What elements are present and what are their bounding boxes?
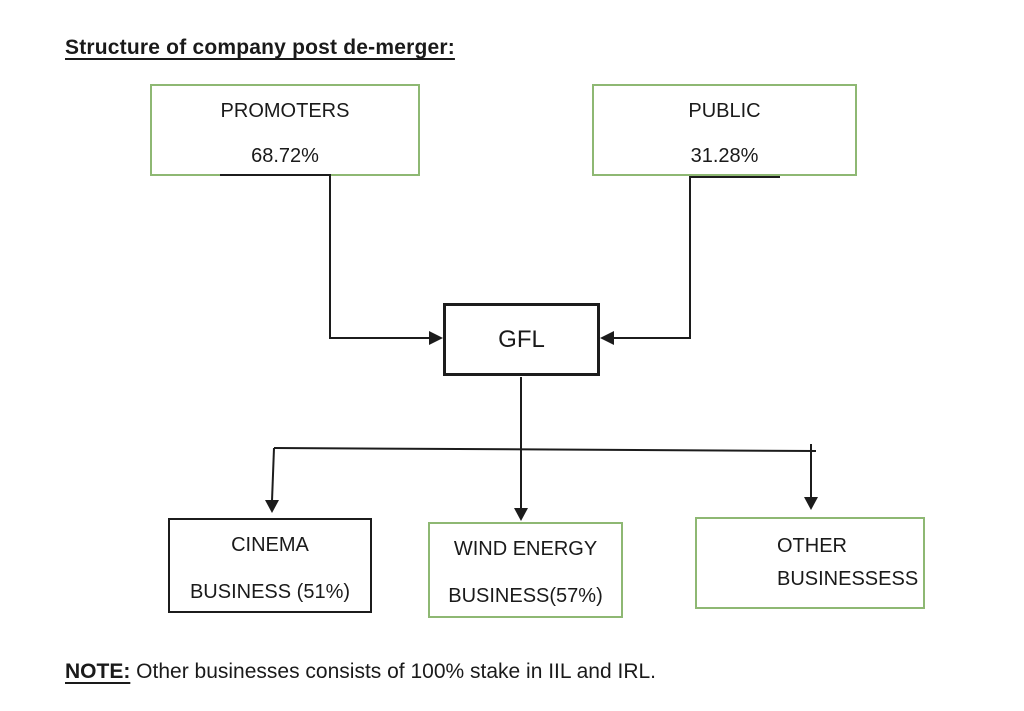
note-line: NOTE: Other businesses consists of 100% … xyxy=(65,660,656,684)
other-label-line2: BUSINESSESS xyxy=(777,568,919,590)
page-title: Structure of company post de-merger: xyxy=(65,36,455,59)
connector-promoters-to-gfl xyxy=(220,174,443,345)
cinema-label-line1: CINEMA xyxy=(231,534,309,556)
gfl-label: GFL xyxy=(498,325,545,353)
wind-label-line1: WIND ENERGY xyxy=(453,538,598,560)
wind-label-line2: BUSINESS(57%) xyxy=(448,585,603,607)
connector-gfl-to-cinema xyxy=(265,447,279,513)
other-label-line1: OTHER xyxy=(777,535,847,557)
note-label: NOTE: xyxy=(65,660,131,683)
node-public: PUBLIC 31.28% xyxy=(592,84,857,176)
connector-gfl-to-wind xyxy=(514,377,528,521)
cinema-label-line2: BUSINESS (51%) xyxy=(189,581,351,603)
note-text: Other businesses consists of 100% stake … xyxy=(130,660,656,683)
promoters-percentage: 68.72% xyxy=(251,145,319,167)
node-gfl: GFL xyxy=(443,303,600,376)
node-cinema-business: CINEMA BUSINESS (51%) xyxy=(168,518,372,613)
public-percentage: 31.28% xyxy=(690,145,759,167)
node-other-businesses: OTHER BUSINESSESS xyxy=(695,517,925,609)
connector-public-to-gfl xyxy=(600,176,780,345)
node-wind-energy-business: WIND ENERGY BUSINESS(57%) xyxy=(428,522,623,618)
connector-gfl-to-other xyxy=(804,444,818,510)
promoters-label: PROMOTERS xyxy=(220,100,350,122)
connector-distributor-line xyxy=(273,447,817,452)
node-promoters: PROMOTERS 68.72% xyxy=(150,84,420,176)
public-label: PUBLIC xyxy=(688,100,761,122)
